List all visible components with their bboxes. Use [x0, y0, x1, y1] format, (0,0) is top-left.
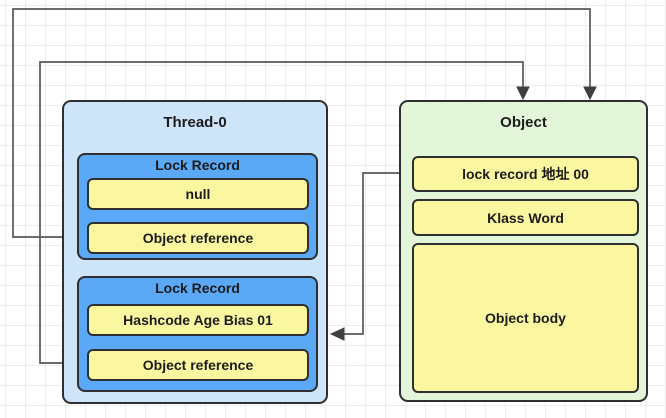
arrow-lockaddr-to-thread-head: [329, 327, 345, 341]
object-row-klass-word: Klass Word: [412, 199, 639, 236]
lock-record-2-row-hashcode: Hashcode Age Bias 01: [87, 304, 309, 336]
arrow-objref1-to-object-head: [583, 86, 597, 101]
lock-record-1-row-null: null: [87, 178, 309, 210]
object-row-object-body: Object body: [412, 243, 639, 393]
object-box: Object lock record 地址 00 Klass Word Obje…: [399, 100, 648, 402]
lock-record-2-row-object-reference: Object reference: [87, 349, 309, 381]
thread-box: Thread-0 Lock Record null Object referen…: [62, 100, 328, 404]
lock-record-2: Lock Record Hashcode Age Bias 01 Object …: [77, 276, 318, 392]
thread-title: Thread-0: [163, 114, 227, 131]
object-row-lock-record-address: lock record 地址 00: [412, 156, 639, 192]
lock-record-1-label: Lock Record: [155, 157, 240, 173]
lock-record-1: Lock Record null Object reference: [77, 153, 318, 260]
lock-record-1-row-object-reference: Object reference: [87, 222, 309, 254]
arrow-objref2-to-object-head: [516, 86, 530, 101]
object-title: Object: [500, 114, 547, 131]
lock-record-2-label: Lock Record: [155, 280, 240, 296]
